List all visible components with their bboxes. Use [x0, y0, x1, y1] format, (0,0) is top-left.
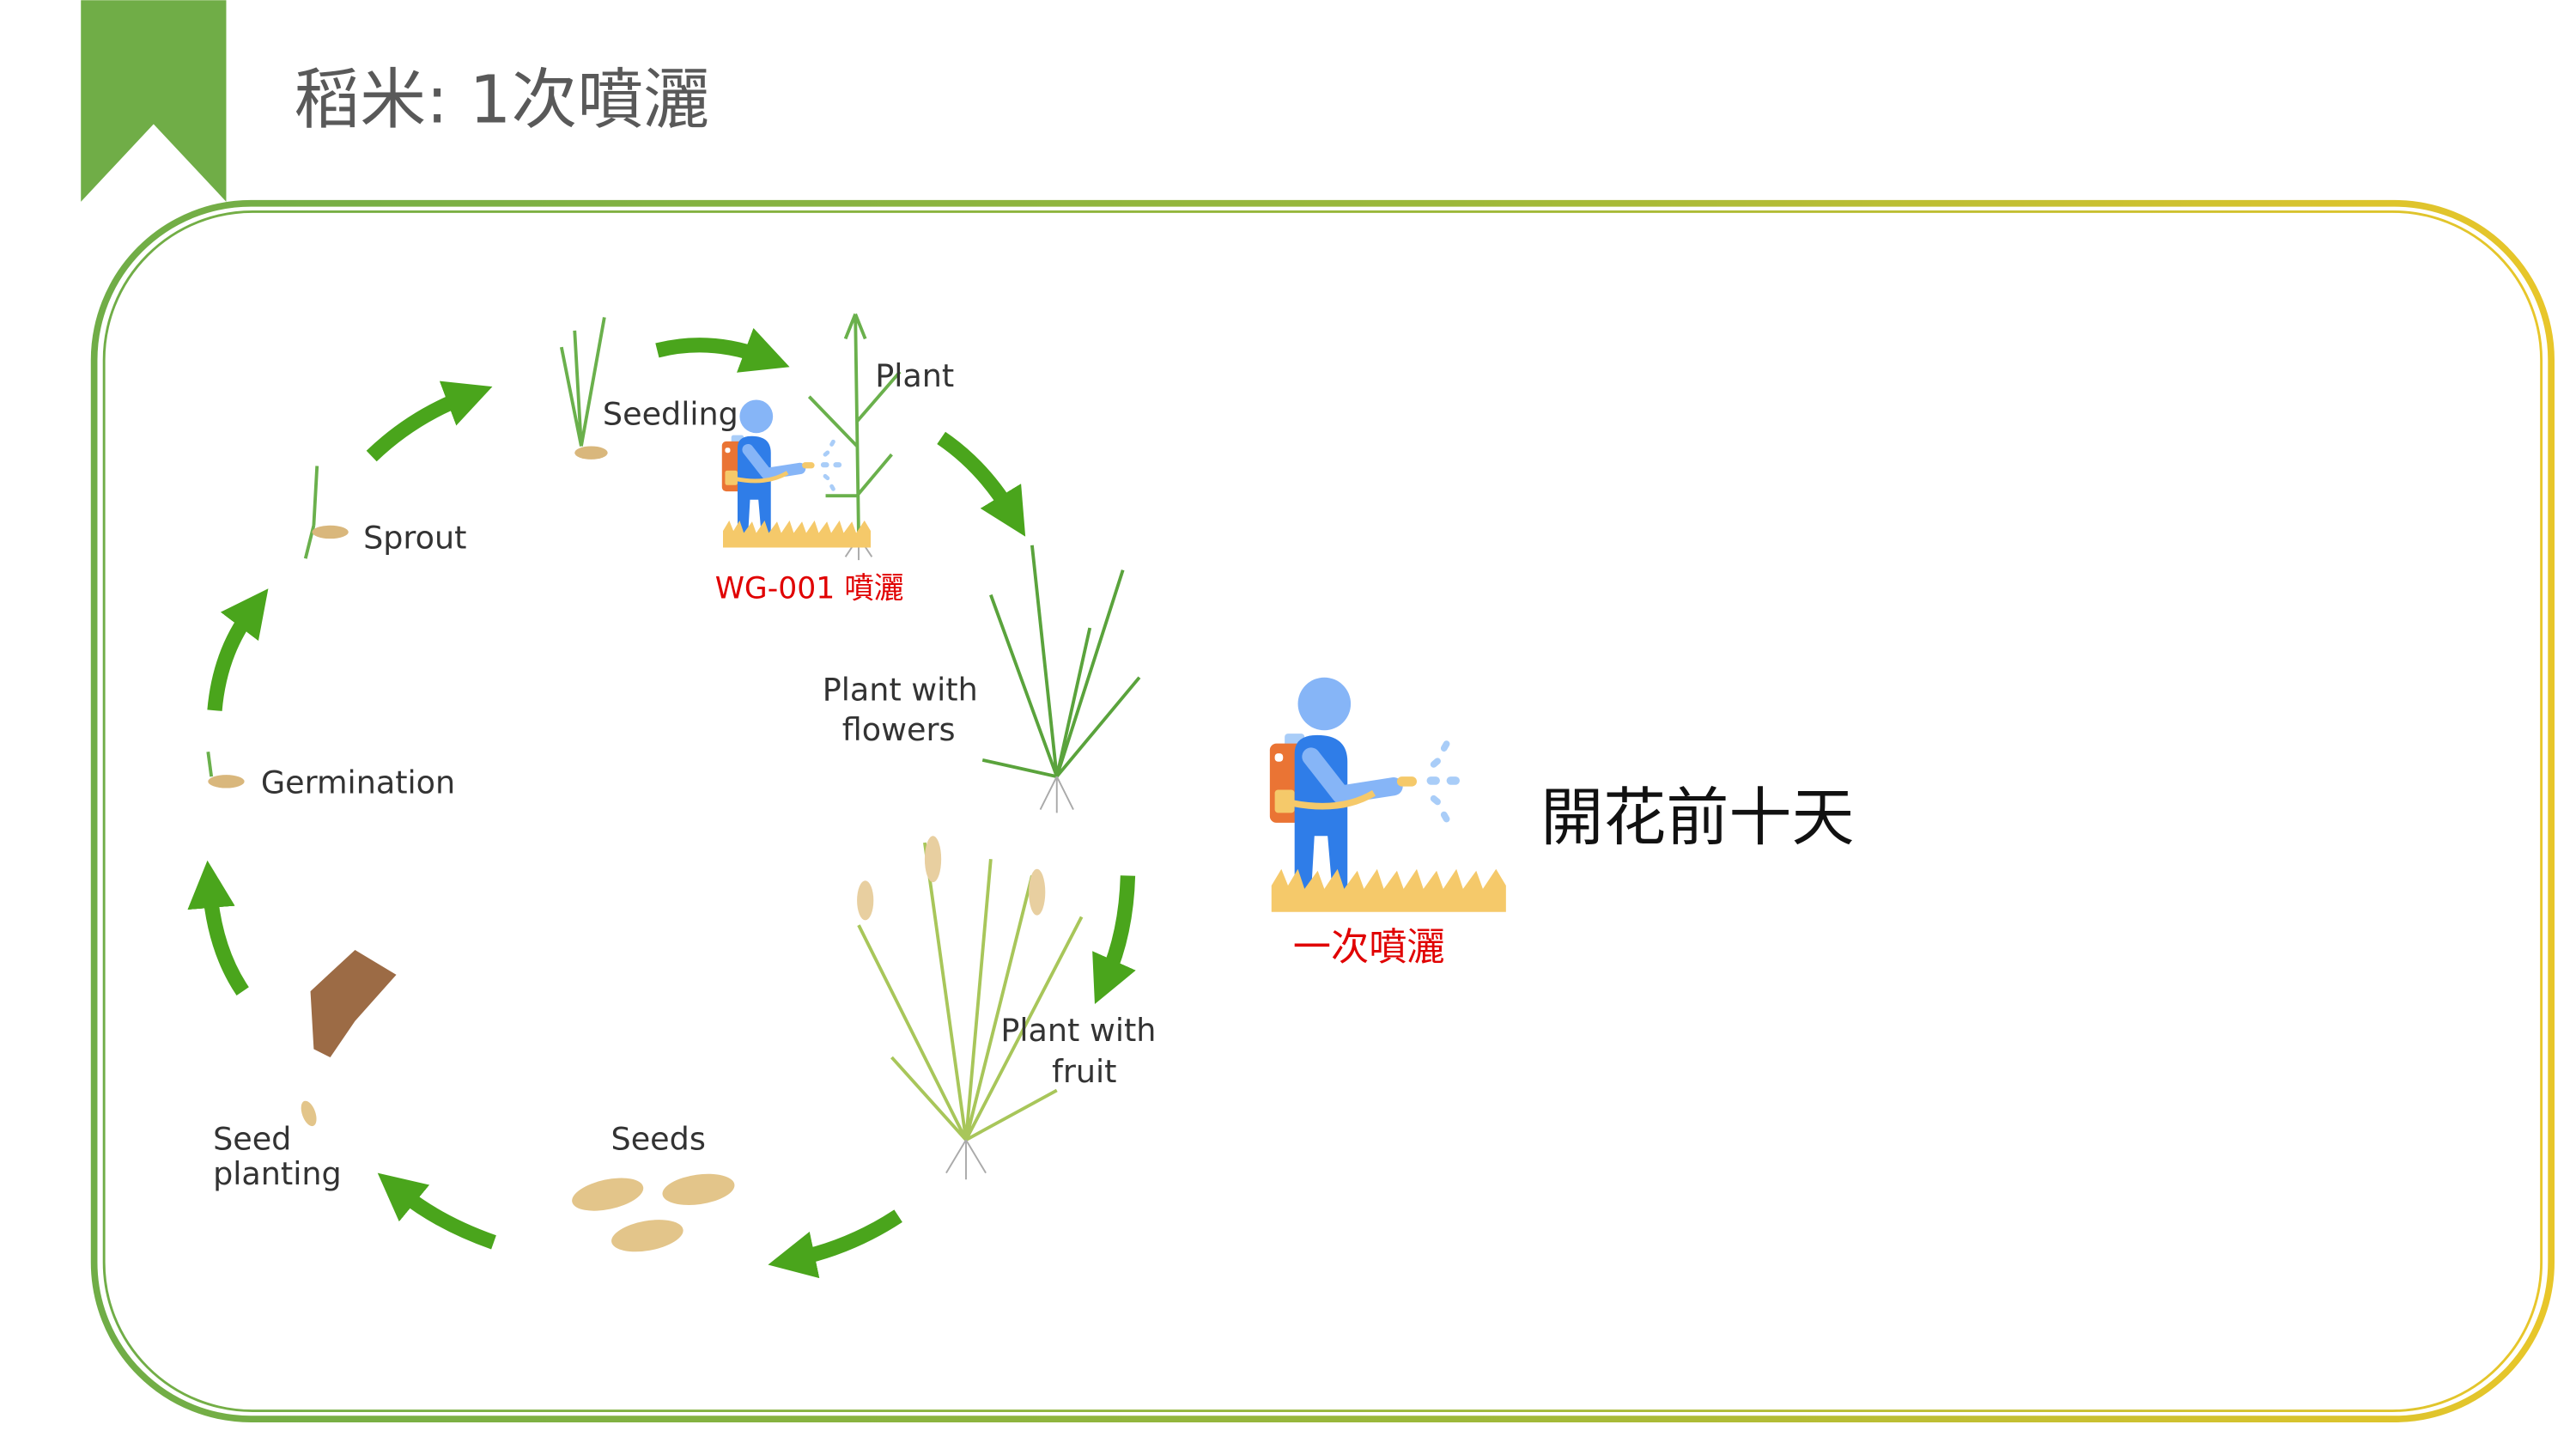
spray-product-label: WG-001 噴灑 [715, 571, 904, 606]
arrow-seedling-plant [655, 327, 790, 373]
spray-timing-text: 開花前十天 [1540, 782, 1854, 855]
stage-germination: Germination [261, 764, 455, 801]
seedling-plant-icon [559, 317, 606, 447]
stage-planting-line2: planting [213, 1155, 342, 1192]
sprayer-large-icon [1270, 678, 1506, 912]
stage-fruit-line2: fruit [1052, 1053, 1116, 1090]
seeds-icon [572, 1173, 735, 1252]
arrow-sprout-seedling [366, 381, 493, 462]
stage-flowers-line2: flowers [842, 711, 956, 748]
arrow-flowers-fruit [1092, 875, 1136, 1005]
arrow-germination-sprout [207, 588, 269, 711]
page-title: 稻米: 1次噴灑 [294, 63, 709, 139]
stage-seedling: Seedling [603, 395, 738, 432]
sprout-icon [303, 466, 319, 559]
young-plant-icon [807, 313, 902, 538]
title-banner [81, 0, 227, 202]
stage-planting-line1: Seed [213, 1121, 291, 1158]
fruiting-plant-icon [857, 842, 1084, 1142]
plant-illustrations [206, 313, 1141, 1180]
stage-plant: Plant [875, 357, 954, 394]
stage-fruit-line1: Plant with [1000, 1012, 1156, 1049]
arrow-seeds-planting [377, 1172, 496, 1250]
flowering-plant-icon [981, 545, 1141, 778]
sprayer-small-icon [722, 399, 871, 547]
germination-icon [206, 751, 214, 777]
cycle-arrows [187, 327, 1136, 1279]
spray-count-label: 一次噴灑 [1293, 926, 1445, 970]
stage-seeds: Seeds [611, 1121, 706, 1158]
content-frame [90, 199, 2555, 1422]
hand-planting-icon [301, 950, 397, 1127]
content-frame-inner [102, 210, 2543, 1412]
arrow-planting-germination [187, 860, 249, 995]
stage-sprout: Sprout [363, 520, 466, 557]
stage-flowers-line1: Plant with [823, 672, 978, 709]
arrow-fruit-seeds [768, 1209, 902, 1279]
arrow-plant-flowers [937, 431, 1026, 537]
